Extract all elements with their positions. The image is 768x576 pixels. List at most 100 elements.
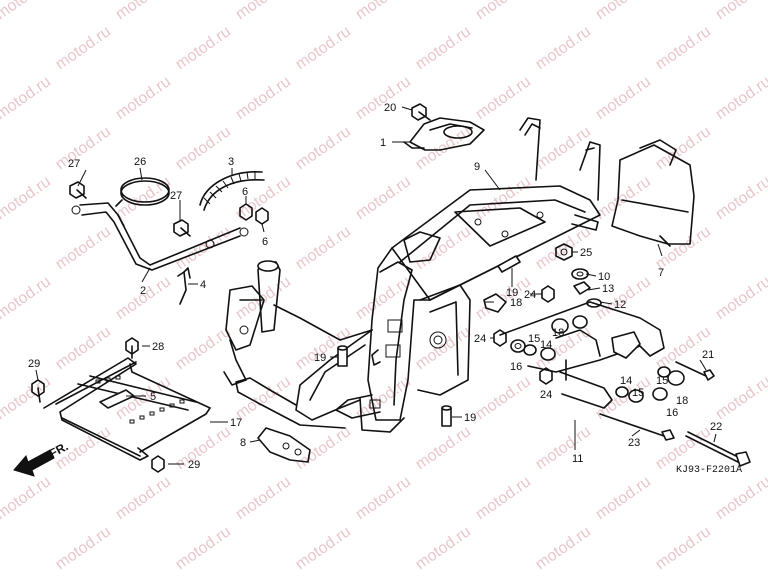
callout-13[interactable]: 13 bbox=[602, 283, 614, 295]
nut-24-left[interactable] bbox=[493, 329, 507, 347]
hose-clip[interactable] bbox=[177, 267, 191, 305]
callout-7[interactable]: 7 bbox=[658, 267, 664, 279]
callout-21[interactable]: 21 bbox=[702, 349, 714, 361]
callout-18-upper[interactable]: 18 bbox=[510, 297, 522, 309]
nut-25[interactable] bbox=[555, 243, 573, 261]
callout-8[interactable]: 8 bbox=[240, 437, 246, 449]
callout-2[interactable]: 2 bbox=[140, 285, 146, 297]
watermark-text: motod.ru bbox=[353, 0, 414, 23]
washer-10[interactable] bbox=[571, 268, 589, 280]
watermark-text: motod.ru bbox=[353, 73, 414, 123]
callout-15-upper-right[interactable]: 15 bbox=[656, 375, 668, 387]
bushing-16-right[interactable] bbox=[652, 387, 668, 401]
front-guard-plate[interactable] bbox=[257, 427, 311, 463]
main-frame[interactable] bbox=[223, 117, 601, 433]
callout-12[interactable]: 12 bbox=[614, 299, 626, 311]
nut-6-lower[interactable] bbox=[255, 207, 269, 225]
callout-6-lower[interactable]: 6 bbox=[262, 236, 268, 248]
front-pipe-stay[interactable] bbox=[71, 202, 249, 271]
callout-18-left[interactable]: 18 bbox=[552, 327, 564, 339]
watermark-text: motod.ru bbox=[113, 473, 174, 523]
bushing-18-left[interactable] bbox=[551, 318, 569, 334]
collar-19-upper[interactable] bbox=[497, 255, 521, 273]
callout-27-center[interactable]: 27 bbox=[170, 190, 182, 202]
callout-6-upper[interactable]: 6 bbox=[242, 186, 248, 198]
band-clamp[interactable] bbox=[115, 177, 170, 207]
callout-22[interactable]: 22 bbox=[710, 421, 722, 433]
engine-hanger-link[interactable] bbox=[499, 301, 665, 409]
callout-29-lower[interactable]: 29 bbox=[188, 459, 200, 471]
watermark-text: motod.ru bbox=[233, 0, 294, 23]
callout-24-lower[interactable]: 24 bbox=[540, 389, 552, 401]
bushing-13[interactable] bbox=[573, 281, 591, 295]
leader-lines bbox=[35, 106, 717, 465]
callout-23[interactable]: 23 bbox=[628, 437, 640, 449]
watermark-text: motod.ru bbox=[473, 173, 534, 223]
callout-18-right[interactable]: 18 bbox=[676, 395, 688, 407]
callout-29-upper[interactable]: 29 bbox=[28, 358, 40, 370]
bolt-27-left[interactable] bbox=[69, 181, 87, 199]
watermark-text: motod.ru bbox=[173, 23, 234, 73]
bushing-14-right[interactable] bbox=[615, 386, 629, 398]
callout-17[interactable]: 17 bbox=[230, 417, 242, 429]
nut-24-upper[interactable] bbox=[541, 285, 555, 303]
collar-19-left[interactable] bbox=[337, 345, 348, 367]
nut-24-lower[interactable] bbox=[539, 367, 553, 385]
callout-26[interactable]: 26 bbox=[134, 156, 146, 168]
bushing-15-right[interactable] bbox=[628, 389, 644, 403]
bolt-23[interactable] bbox=[599, 413, 675, 441]
callout-15-right[interactable]: 15 bbox=[632, 387, 644, 399]
callout-20[interactable]: 20 bbox=[384, 102, 396, 114]
callout-11[interactable]: 11 bbox=[572, 453, 583, 465]
bolt-21[interactable] bbox=[675, 361, 715, 381]
bushing-18-right[interactable] bbox=[667, 370, 685, 386]
bushing-15-left[interactable] bbox=[540, 347, 556, 361]
callout-14-right[interactable]: 14 bbox=[620, 375, 632, 387]
callout-24-upper[interactable]: 24 bbox=[524, 289, 536, 301]
watermark-text: motod.ru bbox=[593, 173, 654, 223]
callout-10[interactable]: 10 bbox=[598, 271, 610, 283]
bushing-16-left[interactable] bbox=[510, 339, 526, 353]
bushing-18-center[interactable] bbox=[572, 315, 588, 329]
bushing-14-left[interactable] bbox=[523, 344, 537, 356]
watermark-text: motod.ru bbox=[173, 423, 234, 473]
watermark-text: motod.ru bbox=[353, 173, 414, 223]
seat-bracket[interactable] bbox=[403, 117, 485, 151]
callout-28[interactable]: 28 bbox=[152, 341, 164, 353]
callout-15-left[interactable]: 15 bbox=[528, 333, 540, 345]
callout-19-upper[interactable]: 19 bbox=[506, 287, 518, 299]
rear-shroud-bracket[interactable] bbox=[611, 139, 695, 247]
watermark-text: motod.ru bbox=[533, 23, 594, 73]
callout-16-right[interactable]: 16 bbox=[666, 407, 678, 419]
callout-1[interactable]: 1 bbox=[380, 137, 386, 149]
watermark-text: motod.ru bbox=[293, 223, 354, 273]
watermark-text: motod.ru bbox=[0, 73, 54, 123]
watermark-text: motod.ru bbox=[0, 473, 54, 523]
breather-hose[interactable] bbox=[199, 171, 265, 211]
callout-4[interactable]: 4 bbox=[200, 279, 206, 291]
bolt-27-center[interactable] bbox=[173, 219, 191, 237]
callout-16-left[interactable]: 16 bbox=[510, 361, 522, 373]
bolt-20[interactable] bbox=[411, 103, 431, 121]
callout-3[interactable]: 3 bbox=[228, 156, 234, 168]
bushing-18-upper[interactable] bbox=[483, 293, 507, 313]
collar-19-center[interactable] bbox=[441, 405, 452, 427]
callout-14-left[interactable]: 14 bbox=[540, 339, 552, 351]
callout-5[interactable]: 5 bbox=[150, 391, 156, 403]
watermark-text: motod.ru bbox=[533, 123, 594, 173]
callout-24-left[interactable]: 24 bbox=[474, 333, 486, 345]
bolt-28[interactable] bbox=[125, 337, 139, 359]
watermark-text: motod.ru bbox=[713, 373, 768, 423]
watermark-text: motod.ru bbox=[713, 173, 768, 223]
callout-9[interactable]: 9 bbox=[474, 161, 480, 173]
callout-25[interactable]: 25 bbox=[580, 247, 592, 259]
callout-19-center[interactable]: 19 bbox=[464, 412, 476, 424]
callout-19-left[interactable]: 19 bbox=[314, 352, 326, 364]
bushing-15-upper-right[interactable] bbox=[657, 366, 671, 378]
watermark-text: motod.ru bbox=[53, 23, 114, 73]
watermark-text: motod.ru bbox=[413, 223, 474, 273]
bolt-22[interactable] bbox=[685, 431, 751, 467]
bolt-29-lower[interactable] bbox=[151, 455, 165, 473]
callout-27-left[interactable]: 27 bbox=[68, 158, 80, 170]
